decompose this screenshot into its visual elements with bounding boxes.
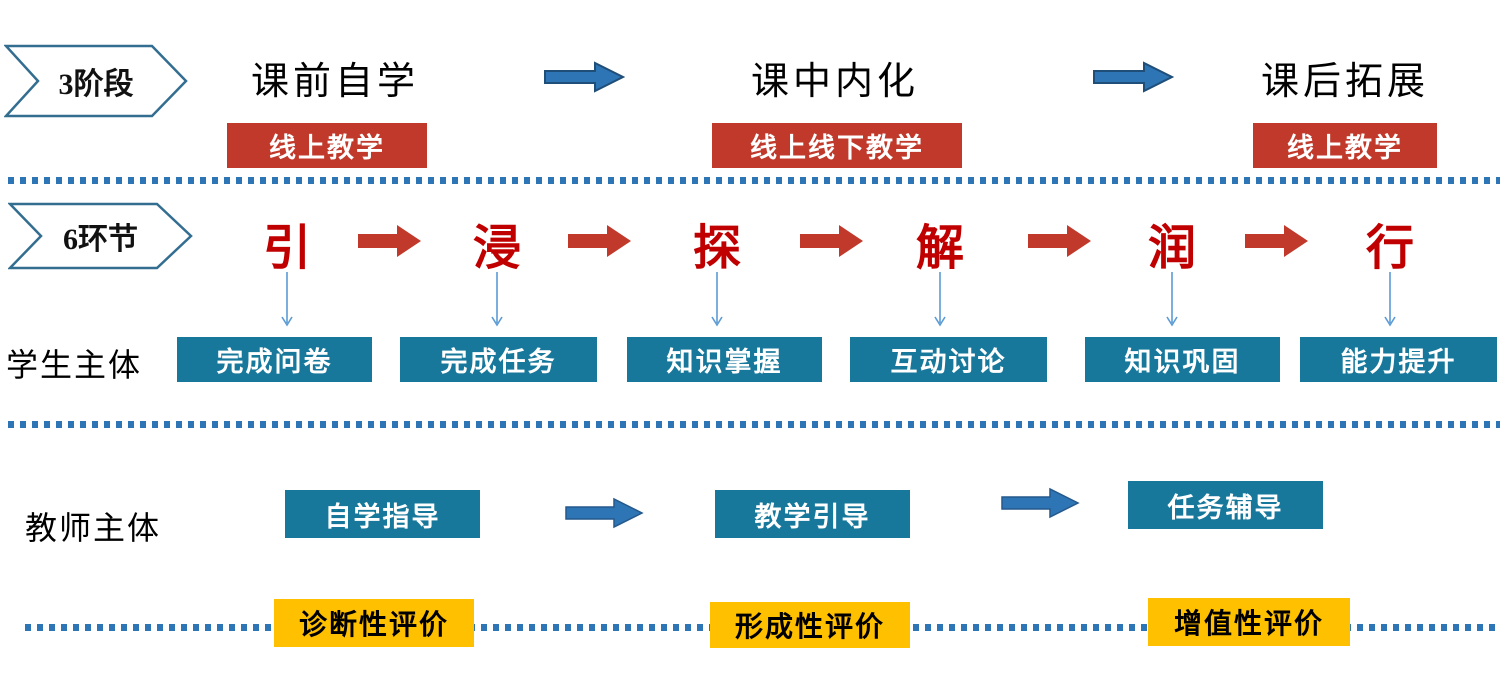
down-arrow-icon [1163,272,1181,330]
phase-char-jin: 浸 [472,222,521,275]
phase-char-jie: 解 [915,222,964,275]
chevron-shape-icon [8,202,193,270]
student-task-box: 知识掌握 [627,337,822,382]
down-arrow-icon [278,272,296,330]
teacher-arrow-icon [1000,487,1080,519]
phase-arrow-icon [1028,223,1093,259]
stage-title-preclass: 课前自学 [250,61,419,103]
phase-char-tan: 探 [692,222,741,275]
evaluation-box-value-added: 增值性评价 [1148,598,1350,646]
student-task-box: 互动讨论 [850,337,1047,382]
stage-title-postclass: 课后拓展 [1260,61,1429,103]
stage-arrow-icon [1092,60,1174,94]
down-arrow-icon [708,272,726,330]
evaluation-box-diagnostic: 诊断性评价 [274,599,474,647]
phase-arrow-icon [358,223,423,259]
chevron-shape-icon [4,44,188,118]
evaluation-box-formative: 形成性评价 [710,602,910,648]
student-task-box: 完成任务 [400,337,597,382]
teacher-task-box: 任务辅导 [1128,481,1323,529]
phase-char-yin: 引 [262,222,311,275]
teacher-task-box: 教学引导 [715,490,910,538]
mode-box-online-1: 线上教学 [227,123,427,168]
phase-char-run: 润 [1147,222,1196,275]
phases-badge-chevron: 6环节 [8,202,193,270]
phase-char-xing: 行 [1365,222,1414,275]
student-task-box: 完成问卷 [177,337,372,382]
student-row-label: 学生主体 [6,347,143,383]
down-arrow-icon [1381,272,1399,330]
down-arrow-icon [488,272,506,330]
phase-arrow-icon [1245,223,1310,259]
student-task-box: 能力提升 [1300,337,1497,382]
student-task-box: 知识巩固 [1085,337,1280,382]
teacher-row-label: 教师主体 [25,510,162,546]
down-arrow-icon [931,272,949,330]
mode-box-online-2: 线上教学 [1253,123,1437,168]
phases-badge-label: 6环节 [63,223,138,256]
dotted-divider-top [8,177,1500,184]
phase-arrow-icon [568,223,633,259]
stages-badge-chevron: 3阶段 [4,44,188,118]
stages-badge-label: 3阶段 [58,68,134,101]
stage-title-inclass: 课中内化 [750,61,919,103]
mode-box-blended: 线上线下教学 [712,123,962,168]
stage-arrow-icon [543,60,625,94]
teacher-arrow-icon [564,497,644,529]
teacher-task-box: 自学指导 [285,490,480,538]
dotted-divider-middle [8,421,1500,428]
phase-arrow-icon [800,223,865,259]
